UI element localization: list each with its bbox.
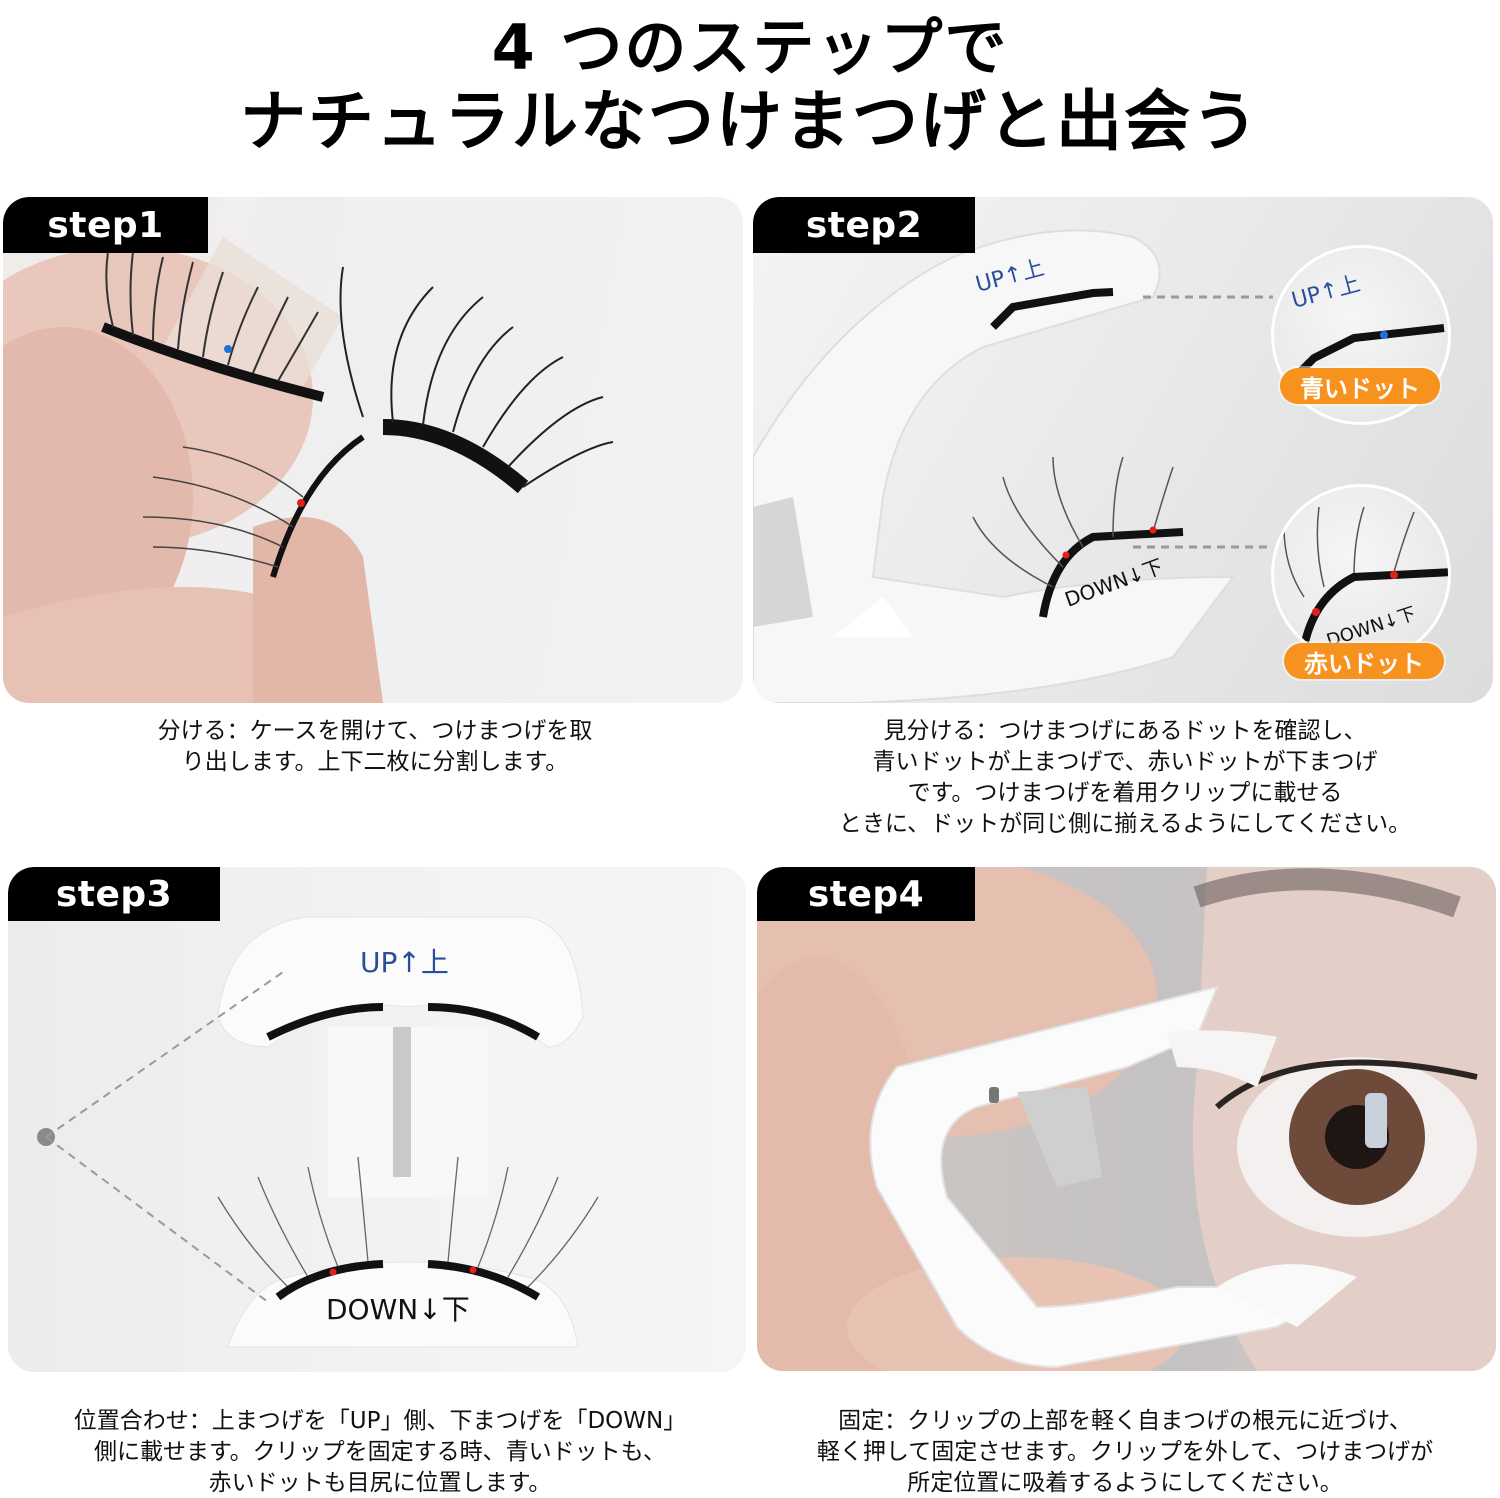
- caption-line: ときに、ドットが同じ側に揃えるようにしてください。: [838, 811, 1412, 837]
- step3-caption: 位置合わせ：上まつげを「UP」側、下まつげを「DOWN」 側に載せます。クリップ…: [0, 1406, 760, 1498]
- step2-caption: 見分ける：つけまつげにあるドットを確認し、 青いドットが上まつげで、赤いドットが…: [750, 716, 1500, 840]
- step4-caption: 固定：クリップの上部を軽く自まつげの根元に近づけ、 軽く押して固定させます。クリ…: [750, 1406, 1500, 1498]
- clip-application-illustration: [757, 867, 1496, 1371]
- lash-placement-illustration: UP↑上 DOWN↓下: [37, 916, 599, 1348]
- svg-text:UP↑上: UP↑上: [1289, 272, 1363, 314]
- up-label: UP↑上: [360, 946, 449, 979]
- step2-badge: step2: [753, 197, 975, 253]
- blue-dot-callout: 青いドット: [1280, 368, 1440, 404]
- step3-badge: step3: [8, 867, 220, 921]
- step4-badge: step4: [757, 867, 975, 921]
- caption-line: 見分ける：つけまつげにあるドットを確認し、: [883, 718, 1367, 744]
- down-label: DOWN↓下: [326, 1293, 470, 1326]
- caption-line: 所定位置に吸着するようにしてください。: [907, 1470, 1343, 1496]
- page-title-line1: 4 つのステップで: [491, 11, 1009, 84]
- red-dot-callout: 赤いドット: [1284, 643, 1444, 679]
- caption-line: 軽く押して固定させます。クリップを外して、つけまつげが: [816, 1439, 1434, 1465]
- step3-image-panel: UP↑上 DOWN↓下 step3: [8, 867, 746, 1372]
- caption-line: です。つけまつげを着用クリップに載せる: [907, 780, 1343, 806]
- caption-line: 位置合わせ：上まつげを「UP」側、下まつげを「DOWN」: [73, 1408, 687, 1434]
- step1-caption: 分ける：ケースを開けて、つけまつげを取 り出します。上下二枚に分割します。: [0, 716, 750, 778]
- red-dot: [297, 499, 305, 507]
- page-title-line2: ナチュラルなつけまつげと出会う: [240, 83, 1260, 160]
- step2-image-panel: UP↑上 DOWN↓下 UP↑上 青いドット: [753, 197, 1493, 703]
- caption-line: 分ける：ケースを開けて、つけまつげを取: [157, 718, 593, 744]
- caption-line: り出します。上下二枚に分割します。: [181, 749, 569, 775]
- caption-line: 側に載せます。クリップを固定する時、青いドットも、: [93, 1439, 666, 1465]
- lower-zoom-circle: DOWN↓下: [1271, 484, 1451, 664]
- step4-image-panel: step4: [757, 867, 1496, 1371]
- clip-with-dots-illustration: UP↑上 DOWN↓下: [753, 229, 1273, 703]
- caption-line: 青いドットが上まつげで、赤いドットが下まつげ: [872, 749, 1378, 775]
- caption-line: 固定：クリップの上部を軽く自まつげの根元に近づけ、: [838, 1408, 1412, 1434]
- blue-dot: [224, 345, 232, 353]
- step1-image-panel: step1: [3, 197, 743, 703]
- step1-badge: step1: [3, 197, 208, 253]
- eyelash-separation-illustration: [3, 237, 614, 703]
- caption-line: 赤いドットも目尻に位置します。: [208, 1470, 552, 1496]
